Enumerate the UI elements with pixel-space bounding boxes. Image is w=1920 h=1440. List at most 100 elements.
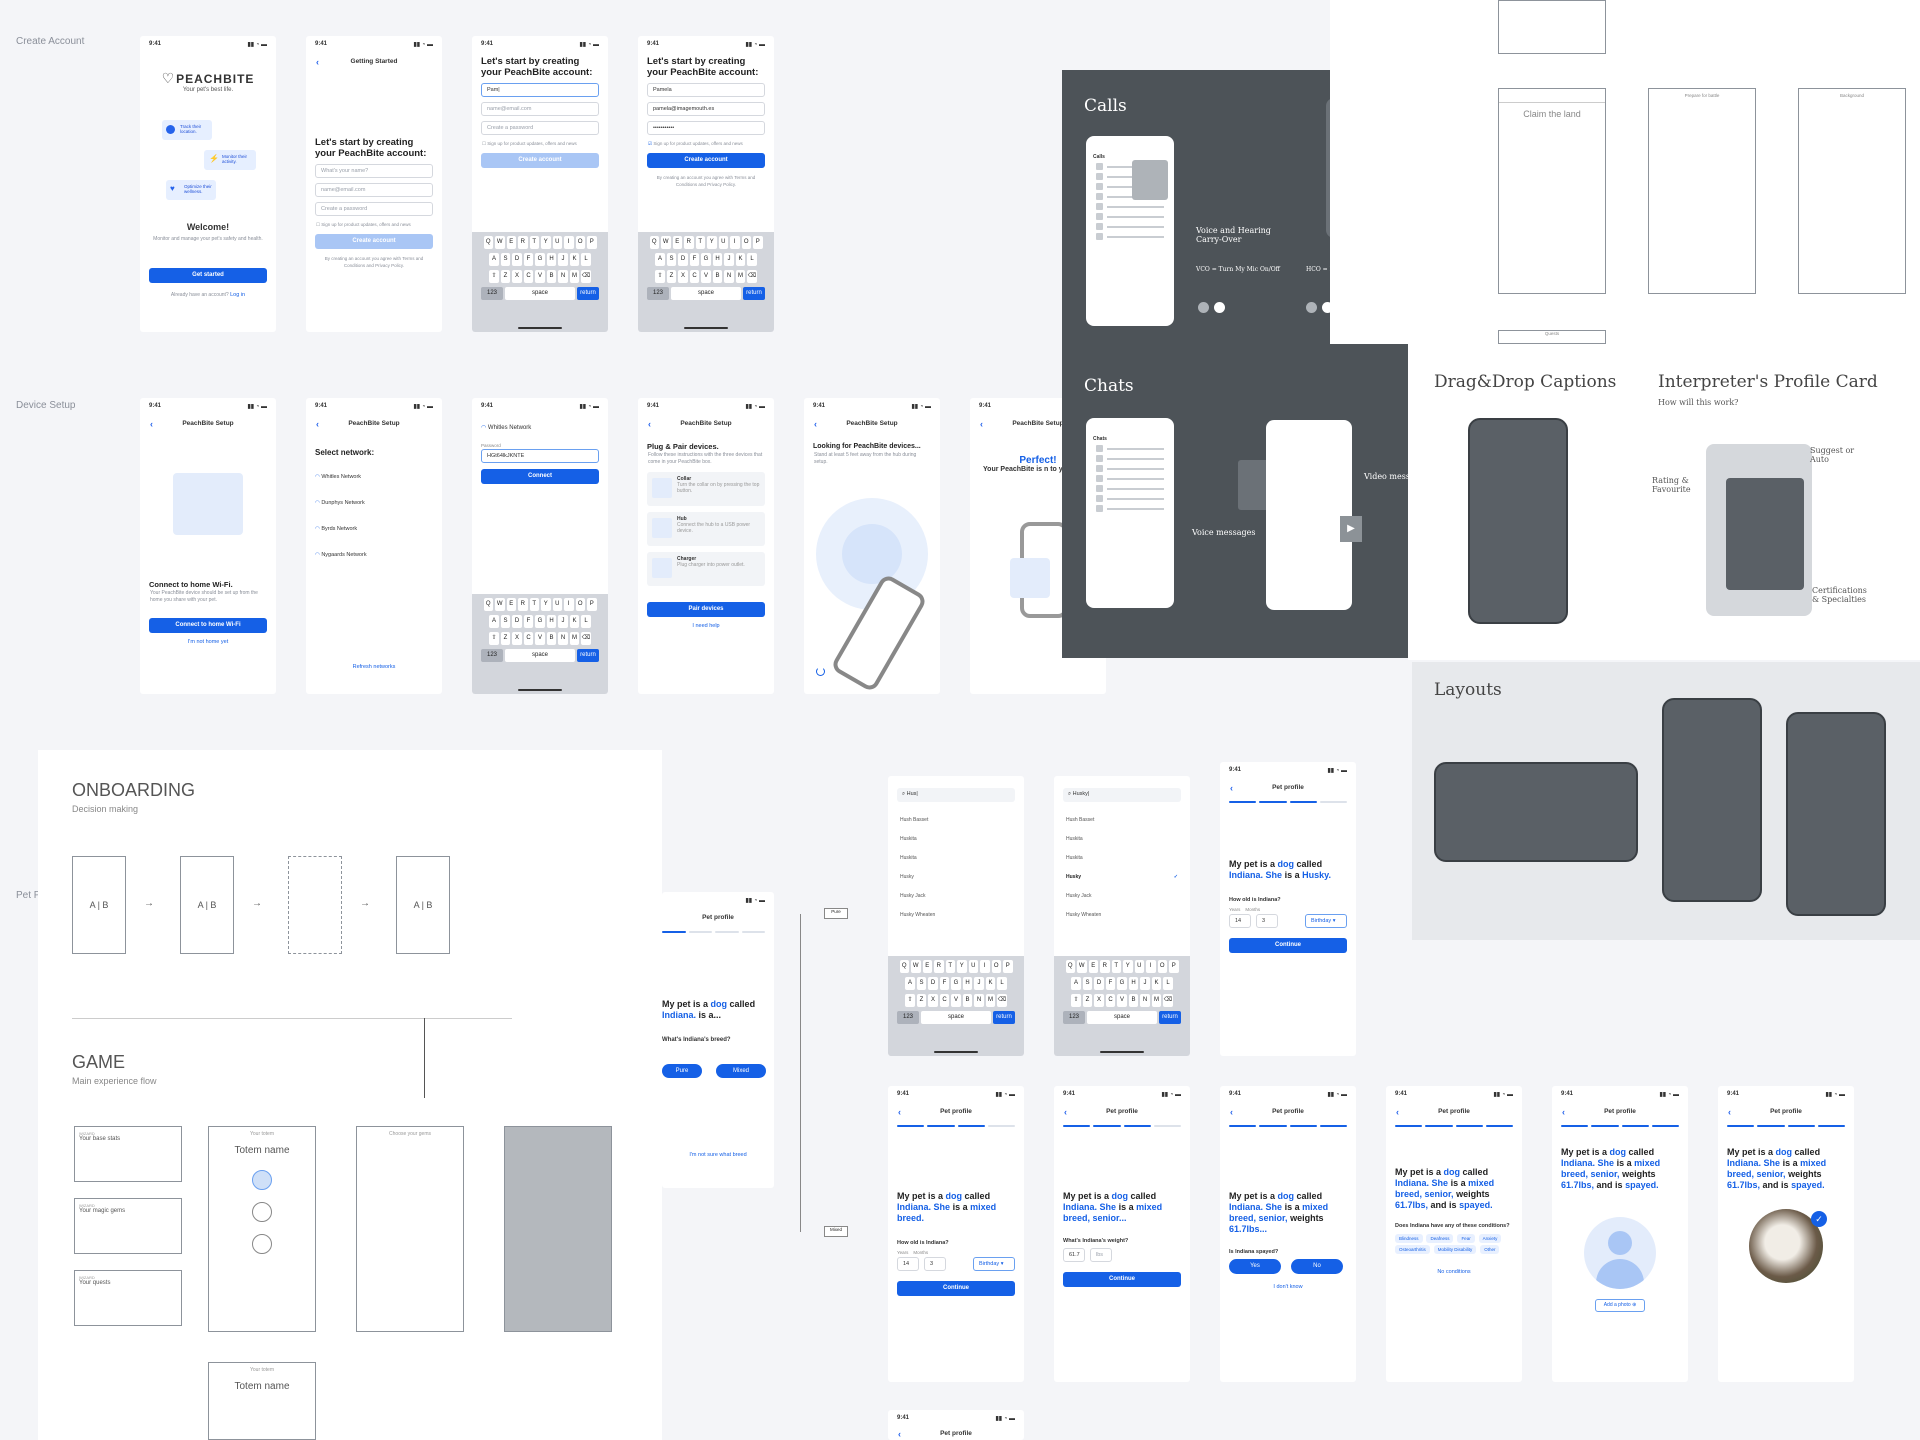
- mixed-button[interactable]: Mixed: [716, 1064, 766, 1078]
- headline: Let's start by creating your PeachBite a…: [647, 56, 759, 78]
- back-icon[interactable]: ‹: [898, 1429, 901, 1439]
- condition-chip[interactable]: Mobility Disability: [1433, 1245, 1477, 1254]
- mic-off-icon[interactable]: [1214, 302, 1225, 313]
- back-icon[interactable]: ‹: [1230, 783, 1233, 793]
- mic-icon[interactable]: [1198, 302, 1209, 313]
- feature-card-track: Track their location.: [162, 120, 212, 140]
- network-item[interactable]: ◠ Whitles Network: [315, 474, 362, 480]
- arrow-icon: →: [144, 898, 154, 909]
- breed-search-input[interactable]: ⌕ Hus|: [897, 788, 1015, 802]
- gem-slot[interactable]: [252, 1234, 272, 1254]
- connect-wifi-button[interactable]: Connect to home Wi-Fi: [149, 618, 267, 633]
- refresh-networks-link[interactable]: Refresh networks: [352, 664, 396, 670]
- password-field[interactable]: •••••••••••: [647, 121, 765, 135]
- connect-button[interactable]: Connect: [481, 469, 599, 484]
- create-account-button[interactable]: Create account: [481, 153, 599, 168]
- no-button[interactable]: No: [1291, 1259, 1343, 1274]
- condition-chip[interactable]: Other: [1480, 1245, 1500, 1254]
- birthday-button[interactable]: Birthday ▾: [1305, 914, 1347, 928]
- breed-item[interactable]: Hush Basset: [900, 817, 929, 823]
- updates-checkbox[interactable]: ☑ Sign up for product updates, offers an…: [648, 141, 743, 146]
- condition-chip[interactable]: Osteoarthritis: [1395, 1245, 1430, 1254]
- back-icon[interactable]: ‹: [898, 1107, 901, 1117]
- play-icon[interactable]: ▶: [1340, 516, 1362, 542]
- back-icon[interactable]: ‹: [814, 419, 817, 429]
- years-field[interactable]: 14: [897, 1257, 919, 1271]
- speaker-icon[interactable]: [1306, 302, 1317, 313]
- back-icon[interactable]: ‹: [648, 419, 651, 429]
- breed-item-selected[interactable]: Husky✓: [1066, 868, 1178, 887]
- yes-button[interactable]: Yes: [1229, 1259, 1281, 1274]
- condition-chip[interactable]: Anxiety: [1478, 1234, 1502, 1243]
- back-icon[interactable]: ‹: [316, 57, 319, 67]
- no-conditions-link[interactable]: No conditions: [1437, 1269, 1471, 1275]
- email-field[interactable]: pamela@imagemouth.es: [647, 102, 765, 116]
- condition-chip[interactable]: Fear: [1457, 1234, 1475, 1243]
- speaker-off-icon[interactable]: [1322, 302, 1333, 313]
- breed-item[interactable]: Husky Wheaten: [900, 912, 936, 918]
- password-field[interactable]: Create a password: [481, 121, 599, 135]
- weight-field[interactable]: 61.7: [1063, 1248, 1085, 1262]
- breed-item[interactable]: Husky Wheaten: [1066, 912, 1102, 918]
- not-sure-link[interactable]: I'm not sure what breed: [689, 1152, 747, 1158]
- pure-button[interactable]: Pure: [662, 1064, 702, 1078]
- name-field[interactable]: What's your name?: [315, 164, 433, 178]
- updates-checkbox[interactable]: ☐ Sign up for product updates, offers an…: [482, 141, 577, 146]
- continue-button[interactable]: Continue: [1229, 938, 1347, 953]
- email-field[interactable]: name@email.com: [481, 102, 599, 116]
- back-icon[interactable]: ‹: [980, 419, 983, 429]
- months-field[interactable]: 3: [924, 1257, 946, 1271]
- unit-field[interactable]: lbs: [1090, 1248, 1112, 1262]
- create-account-button[interactable]: Create account: [315, 234, 433, 249]
- updates-checkbox[interactable]: ☐ Sign up for product updates, offers an…: [316, 222, 411, 227]
- name-field[interactable]: Pamela: [647, 83, 765, 97]
- dont-know-link[interactable]: I don't know: [1273, 1284, 1303, 1290]
- breed-item[interactable]: Hush Basset: [1066, 817, 1095, 823]
- condition-chip[interactable]: Blindness: [1395, 1234, 1423, 1243]
- breed-item[interactable]: Husky: [900, 874, 914, 880]
- breed-item[interactable]: Husky Jack: [900, 893, 926, 899]
- create-account-button[interactable]: Create account: [647, 153, 765, 168]
- login-link[interactable]: Log in: [230, 292, 246, 298]
- name-field[interactable]: Pam|: [481, 83, 599, 97]
- back-icon[interactable]: ‹: [1064, 1107, 1067, 1117]
- wifi-password-field[interactable]: HGt64lkJKNTE: [481, 449, 599, 463]
- section-device-setup: Device Setup: [16, 400, 76, 411]
- months-field[interactable]: 3: [1256, 914, 1278, 928]
- back-icon[interactable]: ‹: [150, 419, 153, 429]
- back-icon[interactable]: ‹: [1396, 1107, 1399, 1117]
- breed-item[interactable]: Huskita: [900, 836, 917, 842]
- add-photo-button[interactable]: Add a photo ⊕: [1595, 1299, 1645, 1312]
- continue-button[interactable]: Continue: [897, 1281, 1015, 1296]
- back-icon[interactable]: ‹: [316, 419, 319, 429]
- password-field[interactable]: Create a password: [315, 202, 433, 216]
- back-icon[interactable]: ‹: [1728, 1107, 1731, 1117]
- gem-slot[interactable]: [252, 1202, 272, 1222]
- pair-devices-button[interactable]: Pair devices: [647, 602, 765, 617]
- network-item[interactable]: ◠ Nygaards Network: [315, 552, 367, 558]
- need-help-link[interactable]: I need help: [692, 623, 720, 629]
- years-field[interactable]: 14: [1229, 914, 1251, 928]
- network-item[interactable]: ◠ Byrds Network: [315, 526, 358, 532]
- back-icon[interactable]: ‹: [1562, 1107, 1565, 1117]
- breed-item[interactable]: Huskita: [1066, 855, 1083, 861]
- email-field[interactable]: name@email.com: [315, 183, 433, 197]
- voice-messages-title: Voice messages: [1192, 528, 1256, 537]
- gem-slot-active[interactable]: [252, 1170, 272, 1190]
- birthday-button[interactable]: Birthday ▾: [973, 1257, 1015, 1271]
- back-icon[interactable]: ‹: [1230, 1107, 1233, 1117]
- breed-item[interactable]: Huskita: [1066, 836, 1083, 842]
- not-home-link[interactable]: I'm not home yet: [187, 639, 229, 645]
- continue-button[interactable]: Continue: [1063, 1272, 1181, 1287]
- condition-chip[interactable]: Deafness: [1426, 1234, 1454, 1243]
- breed-search-input[interactable]: ⌕ Husky|: [1063, 788, 1181, 802]
- breed-item[interactable]: Husky Jack: [1066, 893, 1092, 899]
- get-started-button[interactable]: Get started: [149, 268, 267, 283]
- network-item[interactable]: ◠ Dunphys Network: [315, 500, 365, 506]
- breed-item[interactable]: Huskita: [900, 855, 917, 861]
